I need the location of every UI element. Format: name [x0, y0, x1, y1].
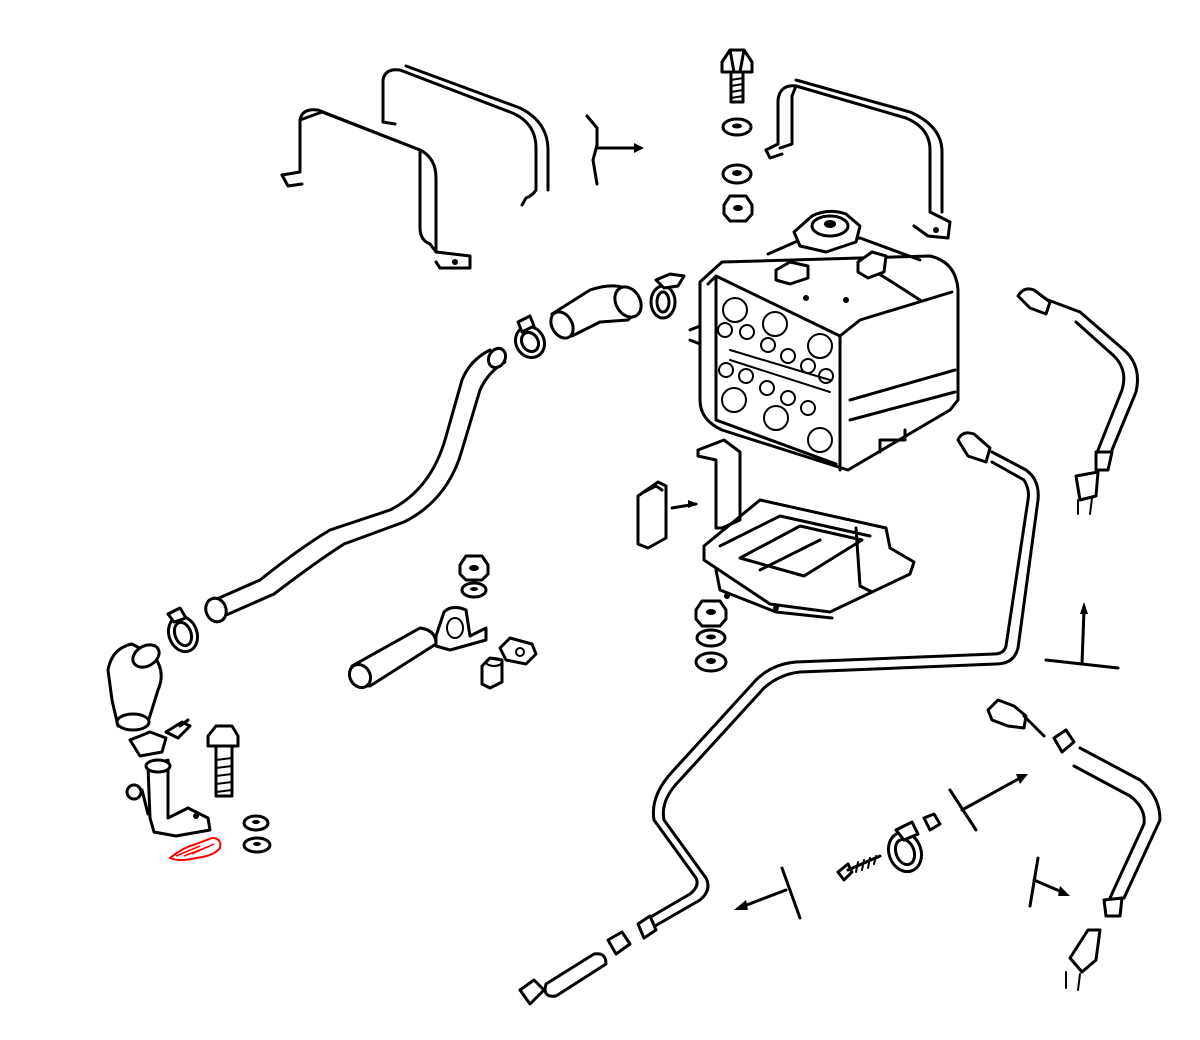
washer-top [721, 117, 753, 137]
direction-indicator-right [1044, 602, 1120, 670]
exhaust-pipe [204, 346, 508, 624]
heater-fin-pattern [717, 297, 834, 453]
mounting-strap-right [764, 78, 952, 240]
exhaust-outlet-fitting [125, 758, 212, 838]
hose-clamp-lower-left [166, 606, 200, 654]
fuel-line-short-sleeve [518, 930, 632, 1006]
direction-indicator-lower-center [948, 774, 1028, 832]
direction-indicator-top [585, 114, 644, 186]
pipe-clamp [434, 605, 488, 652]
nut-and-washer-outlet [242, 814, 272, 854]
nut-top [722, 194, 754, 223]
fuel-line-long [636, 431, 1040, 940]
direction-indicator-lower-right [1028, 856, 1070, 908]
gasket-highlighted [168, 836, 222, 861]
hose-clamp-bottom [128, 718, 192, 758]
bracket-washer-nut-stack [694, 599, 728, 673]
washer-middle [721, 163, 753, 185]
sleeve-tube [347, 626, 438, 690]
bracket-clip [636, 480, 698, 550]
fuel-line-lower-right [986, 698, 1162, 991]
nut-center [458, 554, 490, 599]
bolt-outlet [206, 724, 240, 798]
hose-clamp-upper-left [513, 314, 547, 360]
mounting-bracket [696, 438, 916, 620]
p-clip [498, 636, 538, 666]
clamp-screw [836, 854, 882, 882]
hose-clamp-upper-right [649, 272, 686, 320]
spacer-bushing [480, 656, 504, 690]
mounting-strap-left-rear [381, 64, 550, 207]
mounting-strap-left-front [280, 108, 472, 270]
fuel-line-upper-right [1016, 287, 1139, 515]
direction-indicator-lower-left [734, 866, 802, 920]
elbow-hose-lower [106, 642, 163, 732]
hose-clamp-lower-center [886, 812, 942, 874]
heater-unit [688, 209, 960, 472]
elbow-hose-upper [549, 284, 643, 340]
bolt-top [720, 48, 754, 104]
